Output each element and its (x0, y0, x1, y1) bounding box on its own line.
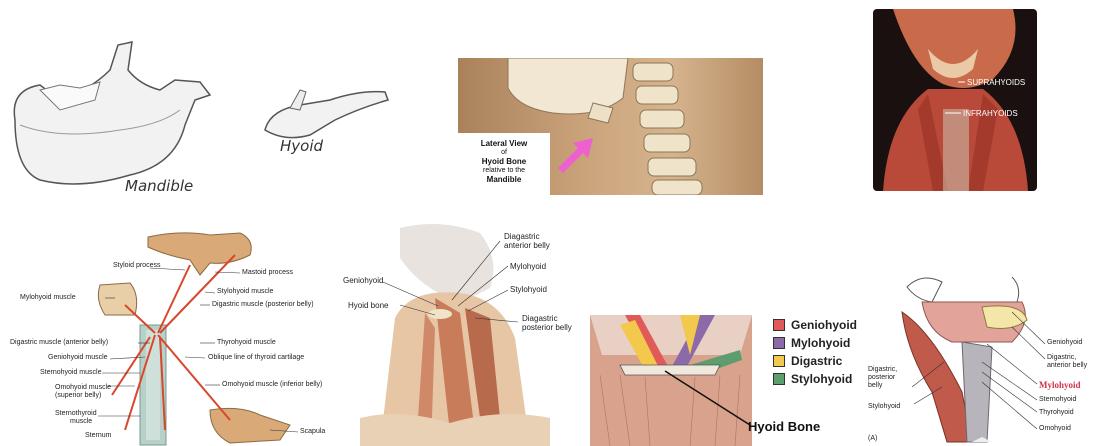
digastric-anterior-label: Digastric muscle (anterior belly) (10, 339, 108, 346)
suprahyoids-label: SUPRAHYOIDS (967, 78, 1025, 87)
legend-swatch-stylohyoid (773, 373, 785, 385)
stylohyoid-label: Stylohyoid (510, 285, 547, 294)
sternothyroid-label-2: muscle (70, 418, 92, 425)
mandible-sketch-drawing (0, 30, 400, 200)
thyrohyoid-muscle-label: Thyrohyoid muscle (217, 339, 276, 346)
diagram-drawing (0, 225, 340, 446)
mandible-label: Mandible (125, 177, 193, 195)
lateral-muscle-illustration: Geniohyoid Digastric, anterior belly Myl… (862, 272, 1094, 446)
legend-label-mylohyoid: Mylohyoid (791, 336, 850, 350)
sternohyoid-muscle-label: Sternohyoid muscle (40, 369, 101, 376)
omohyoid-inferior-label: Omohyoid muscle (inferior belly) (222, 381, 322, 388)
mastoid-process-label: Mastoid process (242, 269, 293, 276)
geniohyoid-label-lateral: Geniohyoid (1047, 339, 1082, 346)
hyoid-muscles-diagram: Styloid process Mastoid process Stylohyo… (0, 225, 340, 446)
scapula-label: Scapula (300, 428, 325, 435)
thyrohyoid-label-lateral: Thyrohyoid (1039, 409, 1074, 416)
caption-line-2: of (458, 148, 550, 157)
omohyoid-superior-label-2: (superior belly) (55, 392, 101, 399)
stylohyoid-muscle-label: Stylohyoid muscle (217, 288, 273, 295)
digastric-anterior-label-2: anterior belly (504, 241, 550, 250)
legend-label-digastric: Digastric (791, 354, 842, 368)
legend-swatch-digastric (773, 355, 785, 367)
hyoid-bone-callout: Hyoid Bone (748, 419, 820, 434)
stylohyoid-label-lateral: Stylohyoid (868, 403, 900, 410)
legend-label-geniohyoid: Geniohyoid (791, 318, 857, 332)
sternohyoid-label-lateral: Sternohyoid (1039, 396, 1076, 403)
legend-item-stylohyoid: Stylohyoid (773, 372, 852, 386)
digastric-posterior-label: Digastric muscle (posterior belly) (212, 301, 314, 308)
mylohyoid-label-lateral: Mylohyoid (1039, 380, 1081, 390)
digastric-anterior-label-lateral-2: anterior belly (1047, 362, 1087, 369)
mylohyoid-muscle-label: Mylohyoid muscle (20, 294, 76, 301)
neck-illustration-drawing (340, 218, 590, 446)
legend-swatch-mylohyoid (773, 337, 785, 349)
caption-line-5: Mandible (458, 175, 550, 184)
skeleton-lateral-photo: Lateral View of Hyoid Bone relative to t… (458, 58, 763, 195)
digastric-posterior-label-lateral-1: Digastric, (868, 366, 897, 373)
mandible-hyoid-sketch: Mandible Hyoid (0, 30, 400, 200)
legend-item-geniohyoid: Geniohyoid (773, 318, 857, 332)
neck-muscles-render: SUPRAHYOIDS INFRAHYOIDS (873, 9, 1037, 191)
caption-line-1: Lateral View (458, 139, 550, 148)
omohyoid-superior-label-1: Omohyoid muscle (55, 384, 111, 391)
caption-line-4: relative to the (458, 166, 550, 175)
legend-label-stylohyoid: Stylohyoid (791, 372, 852, 386)
figure-label-a: (A) (868, 435, 877, 442)
anterior-view-drawing (590, 315, 752, 446)
digastric-posterior-label-1: Diagastric (522, 314, 558, 323)
sternum-label: Sternum (85, 432, 111, 439)
legend-item-mylohyoid: Mylohyoid (773, 336, 850, 350)
hyoid-bone-label: Hyoid bone (348, 301, 388, 310)
caption-line-3: Hyoid Bone (458, 157, 550, 166)
hyoid-label: Hyoid (280, 137, 323, 155)
omohyoid-label-lateral: Omohyoid (1039, 425, 1071, 432)
geniohyoid-muscle-label: Geniohyoid muscle (48, 354, 108, 361)
neck-anterolateral-illustration: Diagastric anterior belly Mylohyoid Geni… (340, 218, 590, 446)
digastric-posterior-label-lateral-3: belly (868, 382, 882, 389)
legend-item-digastric: Digastric (773, 354, 842, 368)
lateral-view-caption-box: Lateral View of Hyoid Bone relative to t… (458, 133, 550, 195)
legend-swatch-geniohyoid (773, 319, 785, 331)
styloid-process-label: Styloid process (113, 262, 160, 269)
digastric-anterior-label-lateral-1: Digastric, (1047, 354, 1076, 361)
digastric-posterior-label-2: posterior belly (522, 323, 572, 332)
mylohyoid-label: Mylohyoid (510, 262, 546, 271)
digastric-anterior-label-1: Diagastric (504, 232, 540, 241)
color-coded-anterior-view (590, 315, 752, 446)
geniohyoid-label: Geniohyoid (343, 276, 383, 285)
oblique-line-label: Oblique line of thyroid cartilage (208, 354, 304, 361)
infrahyoids-label: INFRAHYOIDS (963, 109, 1018, 118)
neck-render-drawing (873, 9, 1037, 191)
digastric-posterior-label-lateral-2: posterior (868, 374, 895, 381)
sternothyroid-label-1: Sternothyroid (55, 410, 97, 417)
